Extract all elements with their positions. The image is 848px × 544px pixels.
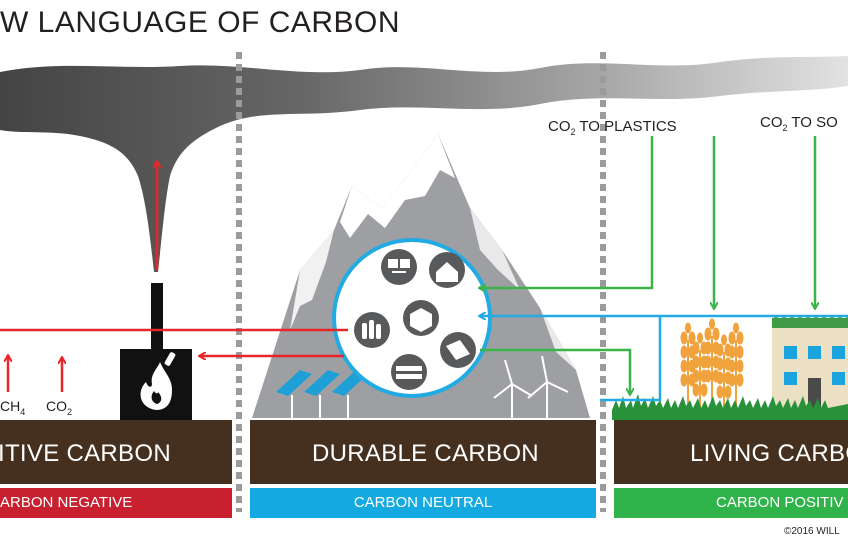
copyright-text: ©2016 WILL: [784, 526, 840, 537]
input-label-plastics: CO2 TO PLASTICS: [548, 118, 677, 137]
band-right: [614, 420, 848, 484]
ch4-subscript: 4: [20, 407, 26, 417]
products-circle-icon: [332, 238, 492, 398]
plastics-target-text: TO PLASTICS: [575, 118, 677, 135]
ch4-main: CH: [0, 398, 21, 414]
band-middle: [250, 420, 596, 484]
green-roof-building-icon: [772, 317, 848, 410]
grass-icon: [612, 394, 848, 420]
input-label-soil: CO2 TO SO: [760, 114, 838, 133]
strip-middle: [250, 488, 596, 518]
wheat-icon: [680, 318, 744, 419]
soil-co-text: CO: [760, 114, 783, 131]
wind-turbine-icon: [493, 355, 569, 418]
blue-arrows: [480, 316, 848, 402]
band-left: [0, 420, 232, 484]
co2-main: CO: [46, 398, 67, 414]
band-label-right: LIVING CARBO: [690, 440, 848, 467]
page-title: W LANGUAGE OF CARBON: [0, 6, 401, 39]
gas-label-ch4: CH4: [0, 398, 26, 417]
red-arrows: [0, 162, 348, 392]
band-label-left: ITIVE CARBON: [0, 440, 171, 467]
co2-subscript: 2: [67, 407, 73, 417]
plastics-co-text: CO: [548, 118, 571, 135]
band-label-middle: DURABLE CARBON: [312, 440, 539, 467]
strip-right: [614, 488, 848, 518]
strip-label-right: CARBON POSITIV: [716, 494, 844, 511]
factory-fire-icon: [120, 283, 192, 421]
strip-label-middle: CARBON NEUTRAL: [353, 494, 493, 511]
soil-target-text: TO SO: [787, 114, 838, 131]
soil-subscript: 2: [782, 123, 788, 133]
gas-label-co2: CO2: [46, 398, 73, 417]
strip-left: [0, 488, 232, 518]
plastics-subscript: 2: [570, 127, 576, 137]
smoke-cloud: [0, 56, 848, 272]
green-arrows: [480, 136, 815, 394]
strip-label-left: ARBON NEGATIVE: [0, 494, 133, 511]
